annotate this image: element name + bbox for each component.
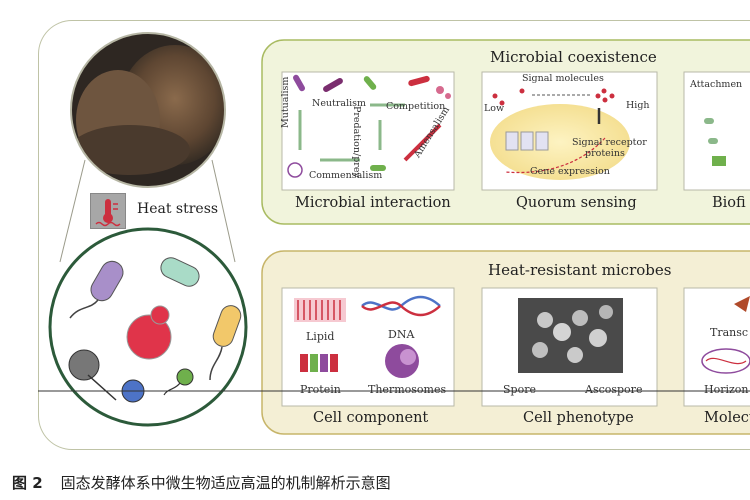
figure-number: 图 2 [12,474,43,492]
molecular-graphic [701,296,750,374]
cell-phenotype-graphic [518,298,623,373]
quorum-graphic [490,88,630,180]
label-horizon: Horizon [704,383,749,396]
cell-component-graphic [294,295,441,378]
outer-frame [38,20,750,450]
label-spore: Spore [503,383,536,396]
label-lipid: Lipid [306,330,335,343]
label-signal-receptor: Signal receptor [572,137,647,148]
label-thermosomes: Thermosomes [368,383,447,396]
interaction-graphic [287,74,451,178]
heat-resistant-title: Heat-resistant microbes [488,261,672,279]
phenotype-caption: Cell phenotype [523,410,634,426]
figure-caption-text: 固态发酵体系中微生物适应高温的机制解析示意图 [60,474,391,492]
label-neutralism: Neutralism [312,98,367,109]
label-transc: Transc [710,326,749,339]
interaction-caption: Microbial interaction [295,195,451,211]
biofilm-caption: Biofi [712,195,746,211]
molecular-caption: Molecu [704,410,750,426]
label-commensalism: Commensalism [309,170,383,181]
label-protein: Protein [300,383,341,396]
quorum-caption: Quorum sensing [516,195,637,211]
label-high: High [626,100,650,111]
label-dna: DNA [388,328,415,341]
microbes-circle [48,227,248,427]
figure-caption: 图 2 固态发酵体系中微生物适应高温的机制解析示意图 [12,472,391,493]
label-competition: Competition [386,101,446,112]
label-attachment: Attachmen [690,79,743,90]
mechanism-diagram [38,32,750,435]
label-predation: Predation/prey [351,106,362,178]
label-gene-expression: Gene expression [530,166,610,177]
fermentation-photo [70,32,226,188]
label-ascospore: Ascospore [585,383,643,396]
heat-stress-label: Heat stress [137,201,219,217]
heat-stress-icon [90,193,126,229]
coexistence-title: Microbial coexistence [490,48,657,66]
label-signal-molecules: Signal molecules [522,73,604,84]
label-low: Low [484,103,505,114]
label-mutualism: Mutualism [280,76,291,128]
label-proteins: proteins [585,148,625,159]
biofilm-graphic [704,118,726,166]
component-caption: Cell component [313,410,429,426]
